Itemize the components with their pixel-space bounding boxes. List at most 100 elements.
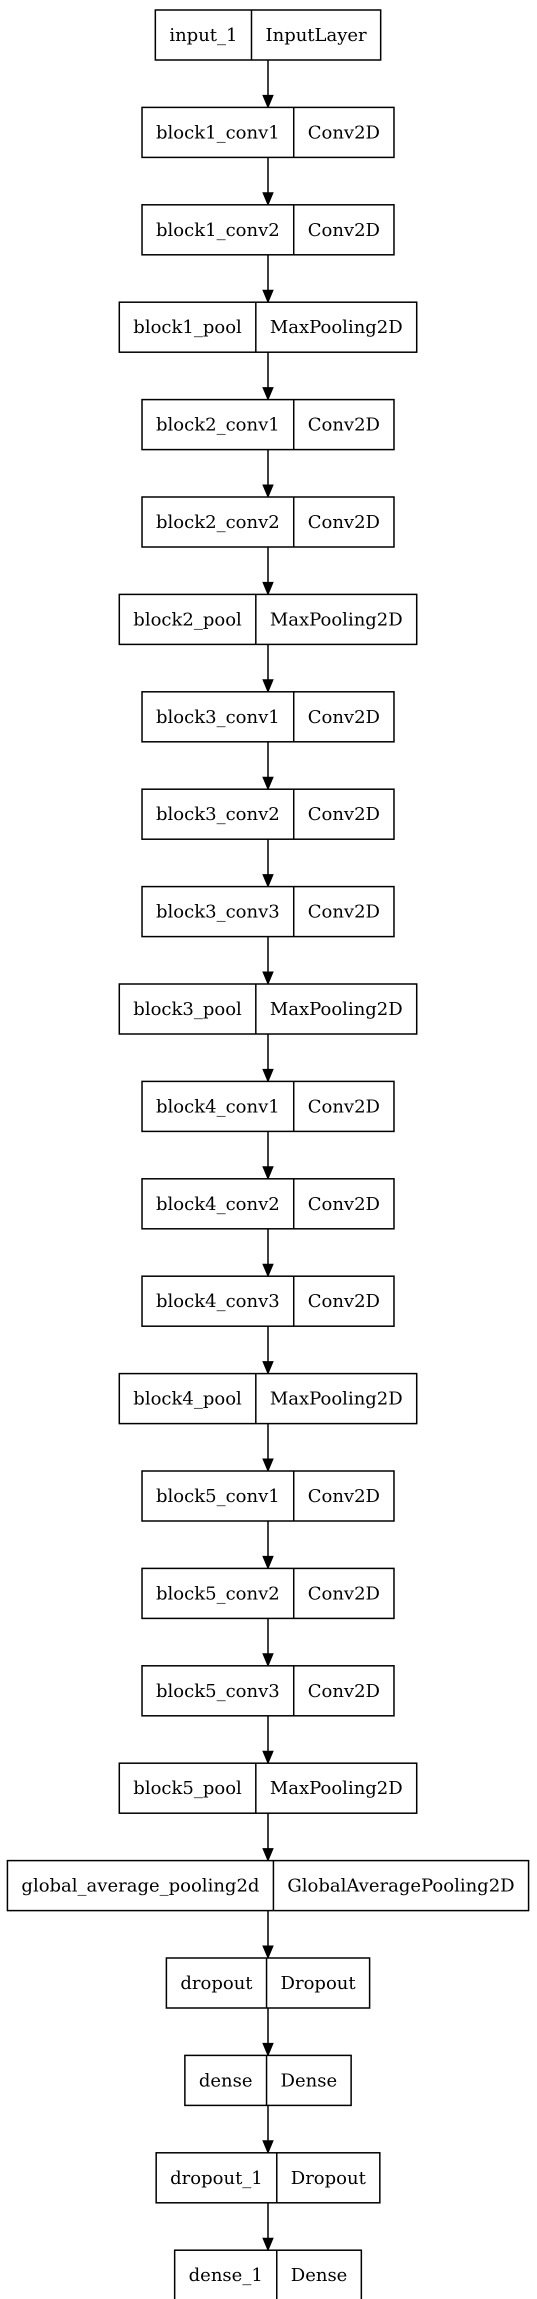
layer-node-block3_pool: block3_pool MaxPooling2D — [118, 983, 418, 1035]
layer-type: MaxPooling2D — [270, 1389, 403, 1410]
layer-type: Conv2D — [308, 1681, 380, 1702]
layer-box — [141, 398, 395, 451]
layer-box — [154, 9, 382, 61]
layer-name: block3_conv3 — [156, 902, 280, 923]
layer-node-block5_conv3: block5_conv3 Conv2D — [141, 1665, 395, 1717]
edge-arrowhead — [262, 1555, 274, 1570]
edge-arrowhead — [262, 1458, 274, 1473]
layer-type: Conv2D — [308, 1291, 380, 1312]
layer-name: block2_pool — [133, 609, 242, 630]
layer-name: block2_conv1 — [156, 415, 280, 436]
layer-name: block3_conv1 — [156, 707, 280, 728]
layer-name: block5_pool — [133, 1778, 242, 1799]
layer-box — [141, 885, 395, 938]
edge-arrowhead — [262, 679, 274, 694]
layer-node-dropout_1: dropout_1 Dropout — [155, 2152, 381, 2204]
layer-box — [141, 106, 395, 159]
layer-type: Conv2D — [308, 122, 380, 143]
layer-node-block3_conv1: block3_conv1 Conv2D — [141, 691, 395, 743]
edge-arrowhead — [262, 1750, 274, 1765]
layer-node-block1_pool: block1_pool MaxPooling2D — [118, 301, 418, 353]
layer-type: Conv2D — [308, 1096, 380, 1117]
layer-type: Conv2D — [308, 1583, 380, 1604]
edge-arrowhead — [262, 1068, 274, 1083]
layer-node-block4_conv2: block4_conv2 Conv2D — [141, 1178, 395, 1230]
layer-type: MaxPooling2D — [270, 999, 403, 1020]
layer-node-block4_conv3: block4_conv3 Conv2D — [141, 1275, 395, 1327]
edge-arrowhead — [262, 971, 274, 986]
layer-node-block5_conv2: block5_conv2 Conv2D — [141, 1567, 395, 1620]
edge-arrowhead — [262, 1945, 274, 1960]
layer-type: Conv2D — [308, 512, 380, 533]
layer-box — [118, 593, 418, 646]
layer-name: dropout_1 — [170, 2168, 263, 2189]
layer-box — [118, 983, 418, 1035]
layer-name: block3_pool — [133, 999, 242, 1020]
layer-box — [165, 1957, 371, 2009]
layer-node-block2_conv1: block2_conv1 Conv2D — [141, 398, 395, 451]
edge-arrowhead — [262, 192, 274, 207]
layer-node-block4_conv1: block4_conv1 Conv2D — [141, 1080, 395, 1133]
layer-name: block1_pool — [133, 317, 242, 338]
layer-type: Conv2D — [308, 1194, 380, 1215]
layer-box — [173, 2249, 363, 2299]
edge-arrowhead — [262, 1263, 274, 1278]
layer-type: InputLayer — [265, 25, 367, 46]
layer-type: MaxPooling2D — [270, 609, 403, 630]
layer-name: block4_conv2 — [156, 1194, 280, 1215]
layer-box — [141, 1470, 395, 1522]
layer-node-input_1: input_1 InputLayer — [154, 9, 382, 61]
layer-type: Dropout — [291, 2168, 367, 2189]
layer-type: Conv2D — [308, 707, 380, 728]
layer-box — [184, 2054, 352, 2107]
layer-type: Conv2D — [308, 1486, 380, 1507]
layer-box — [155, 2152, 381, 2204]
layer-name: global_average_pooling2d — [21, 1876, 259, 1897]
layer-type: MaxPooling2D — [270, 317, 403, 338]
layer-box — [141, 496, 395, 548]
layer-name: block4_conv1 — [156, 1096, 280, 1117]
layer-name: block1_conv1 — [156, 122, 280, 143]
layer-type: Conv2D — [308, 804, 380, 825]
layer-type: Conv2D — [308, 220, 380, 241]
layer-name: dense_1 — [189, 2265, 263, 2286]
layer-name: block5_conv3 — [156, 1681, 280, 1702]
layer-type: Dropout — [281, 1973, 357, 1994]
layer-box — [141, 1275, 395, 1327]
edge-arrowhead — [262, 1848, 274, 1862]
layer-box — [118, 1762, 418, 1814]
edges-group — [262, 60, 274, 2252]
layer-box — [141, 691, 395, 743]
edge-arrowhead — [262, 94, 274, 109]
layer-box — [141, 1080, 395, 1133]
edge-arrowhead — [262, 289, 274, 304]
layer-box — [141, 1665, 395, 1717]
layer-type: Dense — [281, 2070, 338, 2091]
layer-name: block5_conv1 — [156, 1486, 280, 1507]
layer-name: block5_conv2 — [156, 1583, 280, 1604]
layer-box — [141, 204, 395, 256]
layer-node-block2_conv2: block2_conv2 Conv2D — [141, 496, 395, 548]
layer-name: input_1 — [169, 25, 237, 46]
layer-type: Conv2D — [308, 415, 380, 436]
layer-box — [141, 1567, 395, 1620]
layer-name: dropout — [180, 1973, 253, 1994]
edge-arrowhead — [262, 581, 274, 596]
edge-arrowhead — [262, 1166, 274, 1181]
layer-name: block4_conv3 — [156, 1291, 280, 1312]
layer-type: MaxPooling2D — [270, 1778, 403, 1799]
layer-box — [118, 301, 418, 353]
layer-name: block2_conv2 — [156, 512, 280, 533]
edge-arrowhead — [262, 2140, 274, 2155]
layer-box — [118, 1372, 418, 1425]
edge-arrowhead — [262, 1361, 274, 1375]
edge-arrowhead — [262, 2042, 274, 2057]
edge-arrowhead — [262, 776, 274, 791]
layer-node-block5_conv1: block5_conv1 Conv2D — [141, 1470, 395, 1522]
layer-node-dropout: dropout Dropout — [165, 1957, 371, 2009]
